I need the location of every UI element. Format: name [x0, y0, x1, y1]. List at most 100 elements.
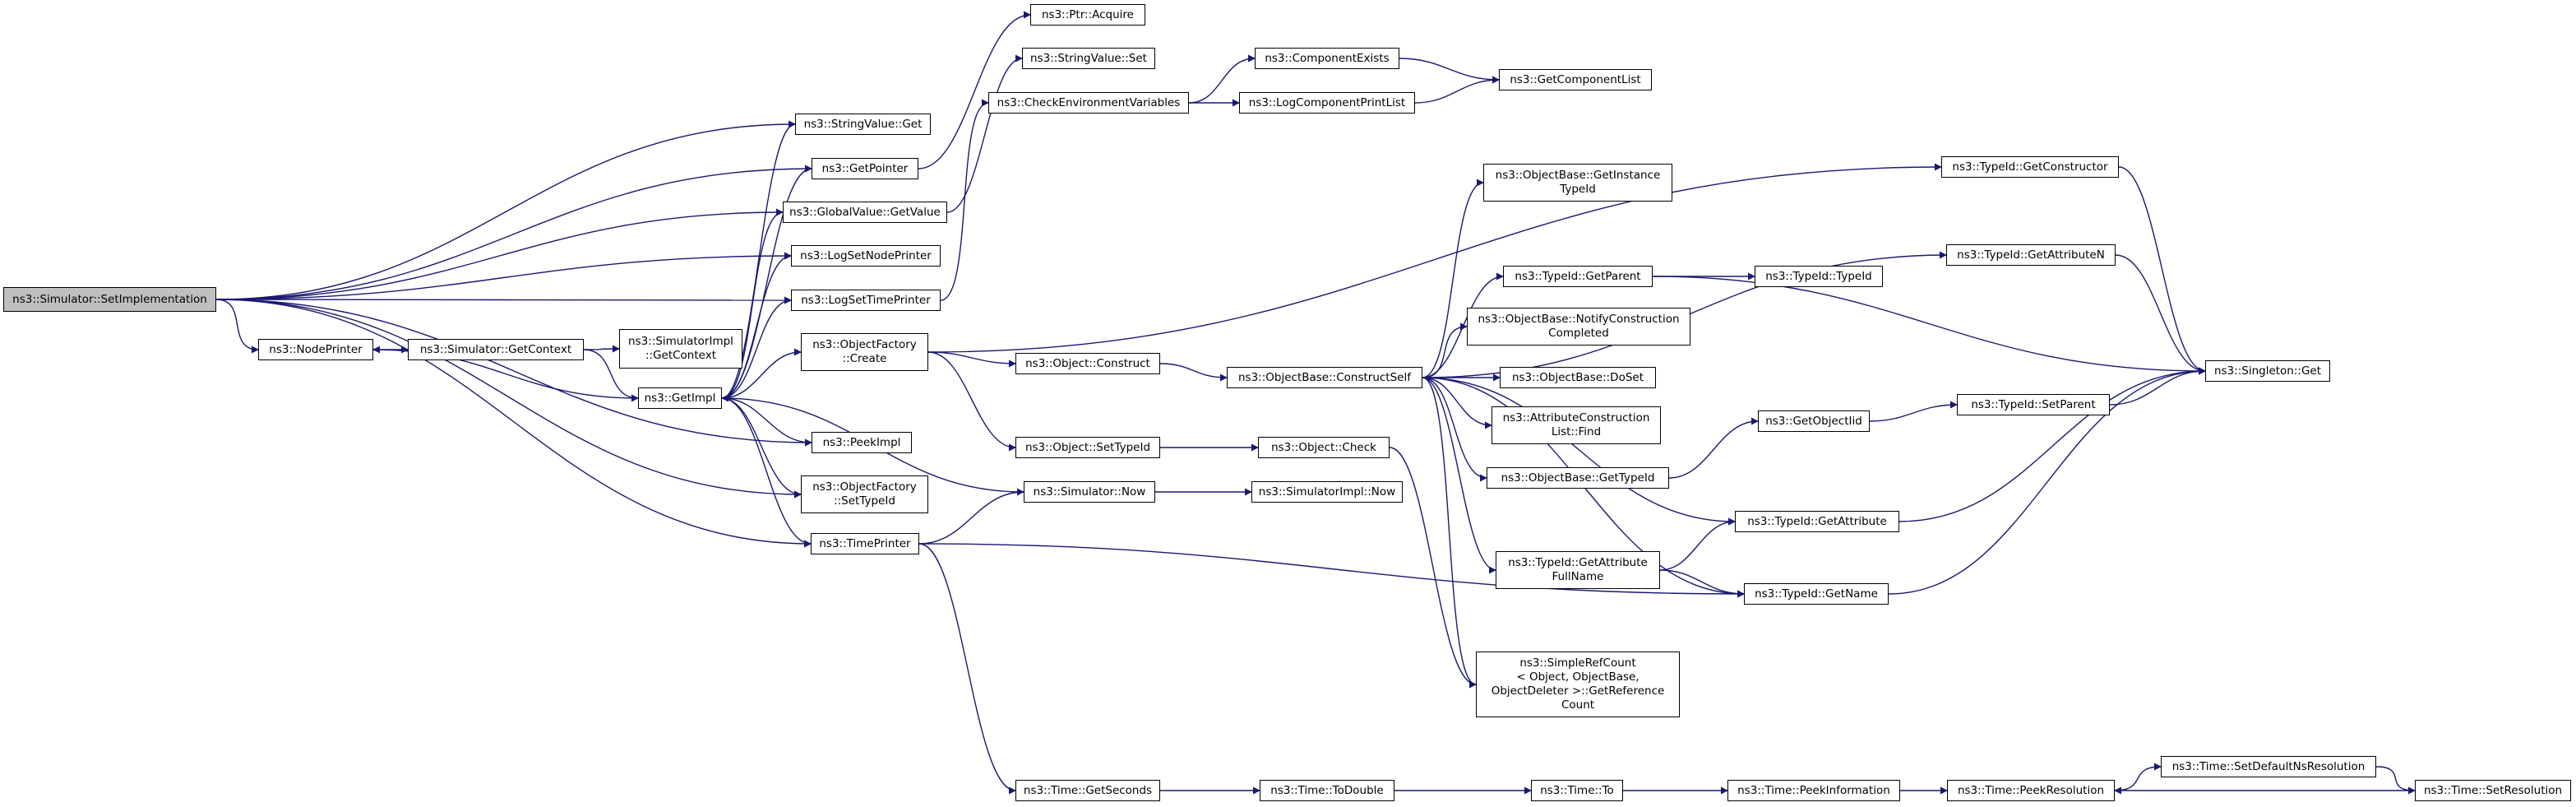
edge-timeprinter-to-time-getseconds [918, 543, 1016, 795]
node-peekimpl[interactable]: ns3::PeekImpl [812, 432, 912, 453]
node-object-settypeid[interactable]: ns3::Object::SetTypeId [1015, 437, 1160, 458]
node-simplerefcount[interactable]: ns3::SimpleRefCount < Object, ObjectBase… [1476, 652, 1680, 717]
node-object-check[interactable]: ns3::Object::Check [1258, 437, 1390, 458]
edge-root-to-logsetnodeprinter [215, 252, 792, 300]
node-checkenv[interactable]: ns3::CheckEnvironmentVariables [988, 92, 1189, 114]
node-stringvalue-get[interactable]: ns3::StringValue::Get [795, 114, 931, 135]
edge-typeid-getattributen-to-singleton-get [2115, 254, 2206, 375]
edge-objbase-constructself-to-simplerefcount [1422, 377, 1477, 689]
node-object-construct[interactable]: ns3::Object::Construct [1015, 353, 1160, 374]
node-objfactory-create[interactable]: ns3::ObjectFactory ::Create [801, 333, 928, 371]
node-simimpl-getcontext[interactable]: ns3::SimulatorImpl ::GetContext [619, 329, 742, 369]
edge-root-to-timeprinter [215, 299, 812, 548]
node-ptr-acquire[interactable]: ns3::Ptr::Acquire [1030, 4, 1145, 26]
edge-logcomponentprintlist-to-getcomponentlist [1414, 76, 1500, 104]
edge-getimpl-to-logsettimeprinter [721, 296, 792, 399]
node-time-setresolution[interactable]: ns3::Time::SetResolution [2415, 780, 2571, 801]
node-simulator-now[interactable]: ns3::Simulator::Now [1024, 481, 1155, 503]
edge-typeid-getname-to-singleton-get [1888, 367, 2206, 595]
edge-getimpl-to-objfactory-settypeid [721, 397, 802, 499]
edge-typeid-setparent-to-singleton-get [2109, 367, 2206, 406]
edge-getimpl-to-peekimpl [721, 397, 812, 447]
edge-object-check-to-simplerefcount [1389, 447, 1477, 689]
node-logsettimeprinter[interactable]: ns3::LogSetTimePrinter [791, 290, 941, 311]
node-typeid-getattribute[interactable]: ns3::TypeId::GetAttribute [1735, 511, 1899, 532]
edge-objbase-constructself-to-objbase-getinstancetypeid [1422, 179, 1484, 378]
node-time-todouble[interactable]: ns3::Time::ToDouble [1260, 780, 1394, 801]
node-time-to[interactable]: ns3::Time::To [1531, 780, 1623, 801]
node-attrconstruction-find[interactable]: ns3::AttributeConstruction List::Find [1491, 406, 1661, 444]
node-stringvalue-set[interactable]: ns3::StringValue::Set [1022, 48, 1155, 69]
node-objbase-constructself[interactable]: ns3::ObjectBase::ConstructSelf [1227, 367, 1422, 388]
edge-getimpl-to-objfactory-create [721, 348, 802, 399]
edge-typeid-getparent-to-singleton-get [1652, 276, 2206, 375]
node-time-peekresolution[interactable]: ns3::Time::PeekResolution [1947, 780, 2115, 801]
node-getcomponentlist[interactable]: ns3::GetComponentList [1499, 69, 1652, 90]
edge-root-to-objfactory-settypeid [215, 299, 802, 499]
edge-root-to-nodeprinter [215, 299, 259, 354]
node-componentexists[interactable]: ns3::ComponentExists [1255, 48, 1399, 69]
node-typeid-getname[interactable]: ns3::TypeId::GetName [1744, 583, 1889, 605]
edge-sim-getcontext-to-getimpl [583, 349, 639, 402]
edge-root-to-globalvalue-getvalue [215, 208, 784, 300]
node-objfactory-settypeid[interactable]: ns3::ObjectFactory ::SetTypeId [801, 475, 928, 513]
edge-getpointer-to-ptr-acquire [918, 11, 1031, 169]
node-objbase-notify[interactable]: ns3::ObjectBase::NotifyConstruction Comp… [1467, 308, 1690, 346]
node-getpointer[interactable]: ns3::GetPointer [812, 158, 918, 179]
node-time-setdefaultnsresolution[interactable]: ns3::Time::SetDefaultNsResolution [2161, 756, 2376, 777]
node-timeprinter[interactable]: ns3::TimePrinter [811, 533, 919, 554]
edge-timeprinter-to-simulator-now [918, 488, 1024, 545]
node-sim-getcontext[interactable]: ns3::Simulator::GetContext [408, 339, 584, 360]
node-simimpl-now[interactable]: ns3::SimulatorImpl::Now [1251, 481, 1403, 503]
edge-typeid-getattributefullname-to-typeid-getname [1659, 569, 1745, 598]
edge-objfactory-create-to-typeid-getconstructor [927, 163, 1942, 353]
node-globalvalue-getvalue[interactable]: ns3::GlobalValue::GetValue [783, 202, 947, 223]
node-typeid-typeid[interactable]: ns3::TypeId::TypeId [1755, 266, 1883, 287]
edge-objbase-constructself-to-attrconstruction-find [1422, 377, 1492, 429]
edge-root-to-logsettimeprinter [215, 296, 792, 304]
node-objbase-doset[interactable]: ns3::ObjectBase::DoSet [1500, 367, 1656, 388]
edge-componentexists-to-getcomponentlist [1399, 58, 1500, 84]
edge-root-to-getpointer [215, 165, 812, 300]
node-typeid-getattributefullname[interactable]: ns3::TypeId::GetAttribute FullName [1496, 551, 1660, 589]
node-typeid-setparent[interactable]: ns3::TypeId::SetParent [1957, 394, 2110, 415]
edge-typeid-getattribute-to-singleton-get [1898, 367, 2206, 522]
edge-object-construct-to-objbase-constructself [1159, 363, 1228, 382]
edge-objbase-gettypeid-to-getobjectiid [1668, 417, 1759, 479]
node-typeid-getconstructor[interactable]: ns3::TypeId::GetConstructor [1941, 156, 2119, 178]
edge-layer [215, 11, 2416, 795]
node-typeid-getattributen[interactable]: ns3::TypeId::GetAttributeN [1946, 244, 2116, 266]
edge-sim-getcontext-to-simimpl-getcontext [583, 345, 620, 353]
edge-objfactory-create-to-object-settypeid [927, 351, 1016, 452]
edge-time-setdefaultnsresolution-to-time-setresolution [2375, 766, 2416, 795]
node-nodeprinter[interactable]: ns3::NodePrinter [258, 339, 373, 360]
edge-getimpl-to-stringvalue-get [721, 120, 796, 399]
node-logsetnodeprinter[interactable]: ns3::LogSetNodePrinter [791, 245, 941, 267]
edge-logsettimeprinter-to-checkenv [940, 99, 989, 301]
edge-root-to-peekimpl [215, 299, 812, 447]
edge-typeid-getattributefullname-to-typeid-getattribute [1659, 517, 1736, 571]
node-singleton-get[interactable]: ns3::Singleton::Get [2205, 360, 2330, 382]
node-getimpl[interactable]: ns3::GetImpl [638, 387, 722, 409]
edge-time-peekresolution-to-time-setdefaultnsresolution [2114, 763, 2162, 791]
edge-objfactory-create-to-object-construct [927, 351, 1016, 368]
edge-getimpl-to-globalvalue-getvalue [721, 208, 784, 399]
node-getobjectiid[interactable]: ns3::GetObjectIid [1758, 410, 1870, 432]
edge-getimpl-to-timeprinter [721, 397, 812, 548]
edge-objbase-constructself-to-typeid-getattributefullname [1422, 377, 1496, 574]
node-objbase-gettypeid[interactable]: ns3::ObjectBase::GetTypeId [1487, 467, 1669, 489]
edge-objbase-constructself-to-objbase-gettypeid [1422, 377, 1487, 482]
node-time-peekinformation[interactable]: ns3::Time::PeekInformation [1727, 780, 1900, 801]
node-logcomponentprintlist[interactable]: ns3::LogComponentPrintList [1239, 92, 1415, 114]
edge-typeid-getconstructor-to-singleton-get [2118, 166, 2206, 375]
node-root[interactable]: ns3::Simulator::SetImplementation [3, 287, 216, 312]
edge-getimpl-to-logsetnodeprinter [721, 252, 792, 399]
node-typeid-getparent[interactable]: ns3::TypeId::GetParent [1503, 266, 1653, 287]
edge-root-to-stringvalue-get [215, 120, 796, 300]
edge-objbase-constructself-to-typeid-getattribute [1422, 377, 1736, 526]
edge-checkenv-to-componentexists [1188, 54, 1256, 104]
node-objbase-getinstancetypeid[interactable]: ns3::ObjectBase::GetInstance TypeId [1483, 164, 1672, 202]
edge-getobjectiid-to-typeid-setparent [1869, 401, 1958, 422]
node-time-getseconds[interactable]: ns3::Time::GetSeconds [1015, 780, 1160, 801]
